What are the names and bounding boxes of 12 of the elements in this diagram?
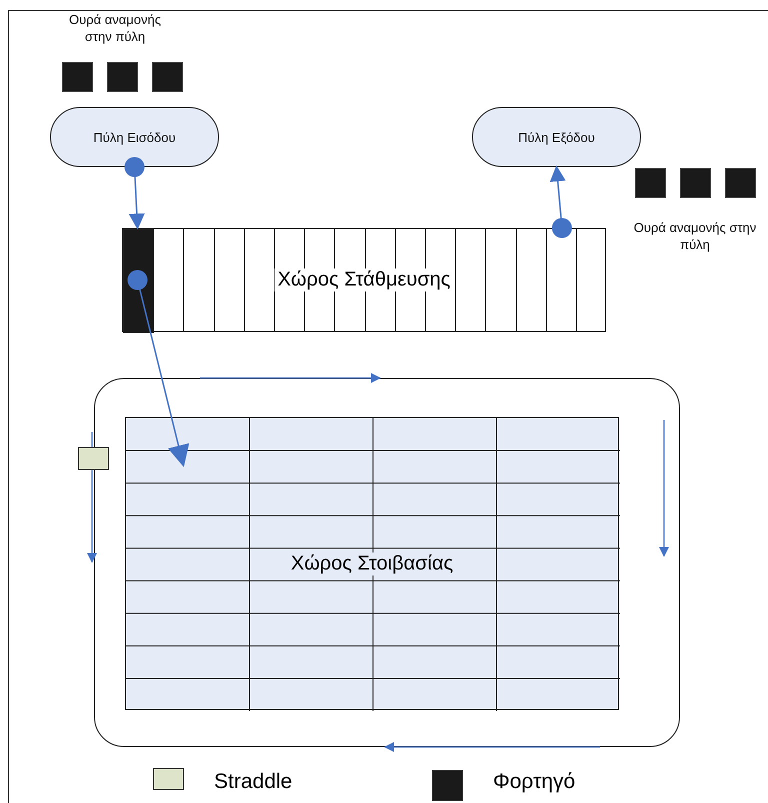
legend-label: Straddle — [214, 770, 294, 795]
gate-label: Πύλη Εξόδου — [518, 130, 595, 144]
stacking-area — [125, 417, 619, 710]
legend-label: Φορτηγό — [493, 770, 576, 795]
flow-arrow — [550, 165, 572, 238]
gate-label: Πύλη Εισόδου — [93, 130, 176, 144]
flow-arrow — [128, 270, 190, 468]
flow-arrow — [124, 157, 145, 230]
parking-area — [122, 228, 606, 332]
queue-label: Ουρά αναμονής στην πύλη — [68, 12, 162, 46]
loop-road — [94, 378, 680, 747]
queue-label: Ουρά αναμονής στην πύλη — [632, 220, 758, 254]
